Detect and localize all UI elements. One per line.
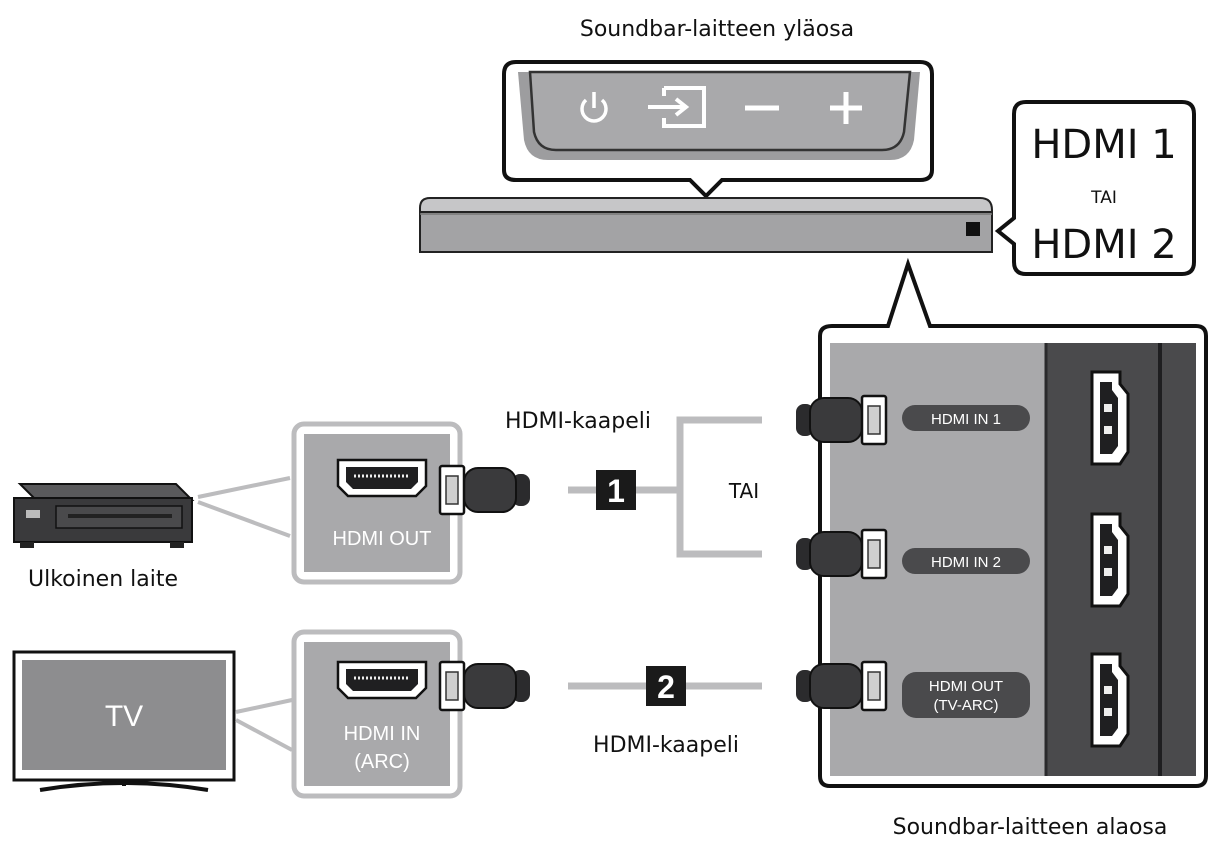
- hdmi2-callout-text: HDMI 2: [1031, 222, 1176, 268]
- cable1-label: HDMI-kaapeli: [505, 409, 651, 434]
- tv-port-label-line1: HDMI IN: [344, 723, 421, 745]
- source-icon: [648, 86, 706, 128]
- external-port-label: HDMI OUT: [333, 528, 432, 550]
- port-label-in1-text: HDMI IN 1: [931, 411, 1001, 428]
- external-device-icon: [13, 483, 195, 548]
- external-zoom-lines: [197, 476, 291, 538]
- hdmi1-callout-text: HDMI 1: [1031, 122, 1176, 168]
- hdmi-out-socket: [1090, 652, 1130, 748]
- connection2-badge: [646, 666, 686, 706]
- port-label-out-line2: (TV-ARC): [934, 697, 999, 714]
- connection1-or: TAI: [728, 479, 759, 503]
- tv-icon: TV: [12, 650, 236, 792]
- soundbar-body: [419, 197, 993, 253]
- external-hdmi-out-socket: [336, 458, 428, 498]
- hdmi-in2-socket: [1090, 512, 1130, 608]
- plug-in1: [794, 394, 888, 446]
- hdmi-in1-socket: [1090, 370, 1130, 466]
- tv-port-callout: HDMI IN (ARC): [291, 629, 463, 799]
- cable2-label: HDMI-kaapeli: [593, 733, 739, 758]
- bottom-view-title: Soundbar-laitteen alaosa: [893, 815, 1168, 840]
- external-device-caption: Ulkoinen laite: [28, 567, 178, 592]
- connection1-number: 1: [607, 473, 625, 509]
- tv-zoom-lines: [235, 698, 293, 752]
- tv-hdmi-in-socket: [336, 660, 428, 700]
- power-icon: [580, 92, 608, 123]
- tv-port-label-line2: (ARC): [354, 751, 410, 773]
- top-view-title: Soundbar-laitteen yläosa: [580, 17, 854, 42]
- port-label-out: HDMI OUT (TV-ARC): [902, 672, 1030, 718]
- plug-external: [440, 466, 530, 514]
- plug-in2: [794, 528, 888, 580]
- connection1-badge: [596, 470, 636, 510]
- port-label-out-line1: HDMI OUT: [929, 678, 1003, 695]
- external-port-callout: HDMI OUT: [291, 421, 463, 585]
- plug-out: [794, 660, 888, 712]
- port-label-in2-text: HDMI IN 2: [931, 554, 1001, 571]
- port-label-in1: HDMI IN 1: [902, 405, 1030, 431]
- connection2-number: 2: [657, 669, 675, 705]
- tv-screen-label: TV: [105, 700, 143, 733]
- plus-icon: [830, 92, 862, 124]
- hdmi-callout-box: HDMI 1 TAI HDMI 2: [994, 100, 1196, 276]
- callout-or-text: TAI: [1090, 188, 1117, 208]
- port-label-in2: HDMI IN 2: [902, 548, 1030, 574]
- soundbar-top-callout: [502, 60, 934, 199]
- plug-tv: [440, 662, 530, 710]
